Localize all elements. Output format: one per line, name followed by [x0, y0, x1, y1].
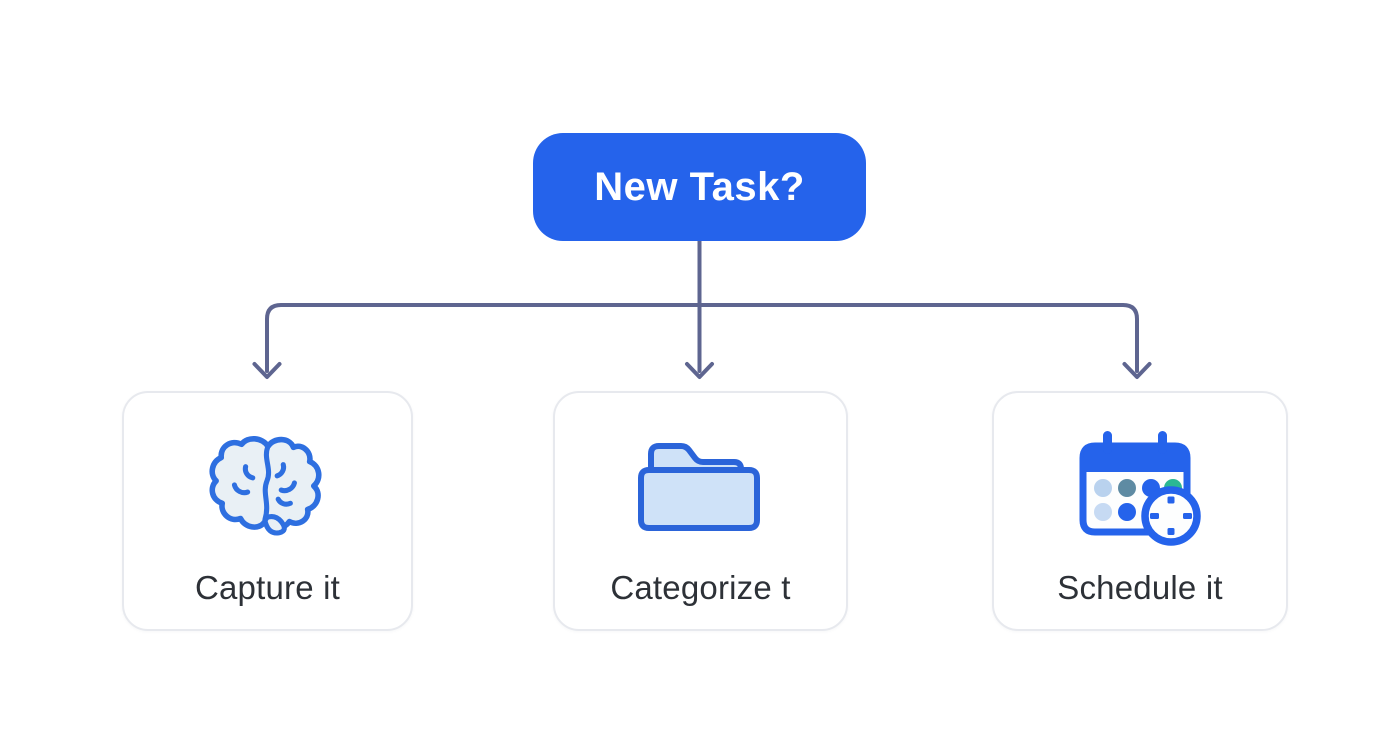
card-schedule: Schedule it	[992, 391, 1288, 631]
root-node-new-task: New Task?	[533, 133, 866, 241]
brain-icon	[207, 419, 329, 555]
card-label-categorize: Categorize t	[610, 569, 791, 606]
calendar-clock-icon	[1073, 419, 1207, 555]
folder-icon	[631, 419, 771, 555]
arrowhead-left	[252, 362, 282, 379]
card-categorize: Categorize t	[553, 391, 848, 631]
connector-branch	[265, 303, 1139, 373]
arrowhead-right	[1122, 362, 1152, 379]
card-label-capture: Capture it	[194, 569, 341, 606]
card-label-schedule: Schedule it	[1057, 569, 1223, 606]
arrowhead-center	[685, 362, 714, 379]
card-capture: Capture it	[122, 391, 413, 631]
root-node-label: New Task?	[594, 164, 805, 209]
